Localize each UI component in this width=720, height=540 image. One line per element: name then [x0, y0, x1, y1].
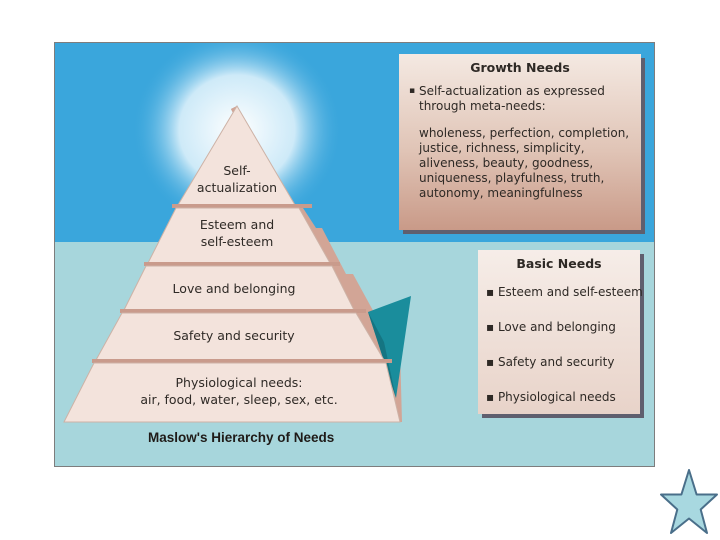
tier-gap-2	[144, 262, 340, 266]
basic-needs-item: ▪ Physiological needs	[486, 390, 616, 404]
growth-needs-point: Self-actualization as expressed through …	[419, 84, 605, 113]
figure-caption: Maslow's Hierarchy of Needs	[148, 430, 335, 445]
tier-gap-4	[92, 359, 392, 363]
basic-needs-item: ▪ Safety and security	[486, 355, 615, 369]
bullet-icon: ▪	[409, 86, 416, 96]
tier-gap-1	[172, 204, 312, 208]
growth-needs-title: Growth Needs	[470, 60, 570, 75]
pyramid-level-esteem: Esteem and self-esteem	[199, 217, 275, 249]
pyramid-level-safety: Safety and security	[173, 328, 295, 343]
basic-needs-item: ▪ Esteem and self-esteem	[486, 285, 643, 299]
figure-border	[54, 42, 655, 467]
basic-needs-card: Basic Needs ▪ Esteem and self-esteem ▪ L…	[478, 250, 643, 414]
maslow-figure: Self- actualization Esteem and self-este…	[54, 42, 655, 467]
tier-physiological	[63, 362, 401, 423]
pyramid-level-love: Love and belonging	[172, 281, 296, 296]
pyramid-level-self-actualization: Self- actualization	[196, 163, 278, 195]
basic-needs-item: ▪ Love and belonging	[486, 320, 616, 334]
teal-shape	[368, 296, 411, 398]
growth-needs-meta-list: wholeness, perfection, completion, justi…	[419, 126, 630, 200]
pyramid-level-physiological: Physiological needs: air, food, water, s…	[140, 375, 338, 407]
growth-needs-card: Growth Needs ▪ Self-actualization as exp…	[399, 54, 641, 230]
tier-gap-3	[120, 309, 366, 313]
basic-needs-title: Basic Needs	[516, 256, 602, 271]
star-outline-icon	[660, 469, 718, 534]
growth-needs-body: ▪ Self-actualization as expressed throug…	[409, 84, 637, 201]
